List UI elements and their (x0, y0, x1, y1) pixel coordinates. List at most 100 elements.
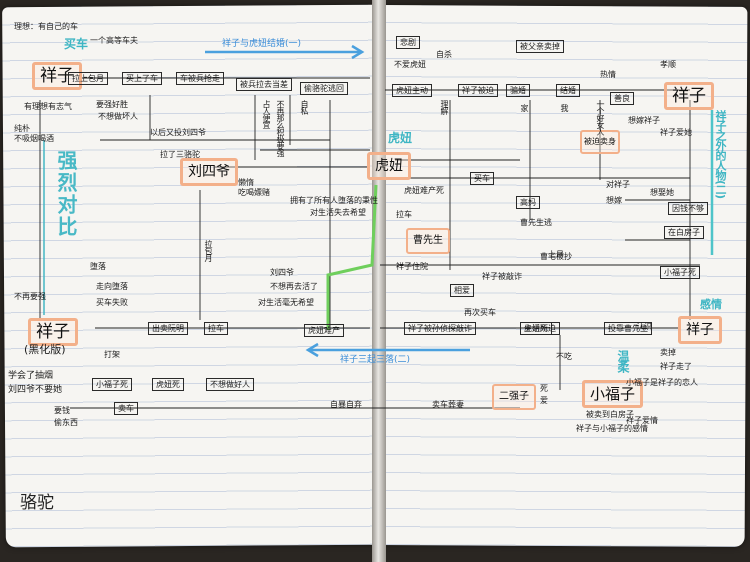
note-right: 小福子是祥子的恋人 (626, 378, 698, 387)
note-center-box: 买车 (470, 172, 494, 185)
gao-ma-node: 高妈 (516, 196, 540, 209)
note-right: 祥子走了 (660, 362, 692, 371)
green-highlight-path (326, 184, 378, 330)
note-center-box: 祥子被孙侦探敲诈 (404, 322, 476, 335)
note-left: 不再要强 (14, 292, 46, 301)
black-version-label: (黑化版) (24, 343, 66, 356)
teal-vertical-right: 祥子之外的人物(二) (714, 110, 727, 199)
note-center: 不爱虎妞 (394, 60, 426, 69)
note-left-box: 小福子死 (92, 378, 132, 391)
note-left-box: 买上了车 (122, 72, 162, 85)
note-right: 自杀 (436, 50, 452, 59)
note-left-vertical: 拉包月 (204, 240, 213, 261)
note-right: 孝顺 (660, 60, 676, 69)
center-title-top: 祥子与虎妞结婚(一) (222, 39, 302, 49)
note-right-box: 相爱 (450, 284, 474, 297)
note-left: 不想做坏人 (98, 112, 138, 121)
note-right: 卖掉 (660, 348, 676, 357)
note-right-box: 在白房子 (664, 226, 704, 239)
note-left-vertical: 不再那么积极要强 (276, 100, 285, 156)
note-left: 学会了抽烟 (8, 371, 54, 381)
note-left: 要钱 (54, 406, 70, 415)
note-left: 懒惰 (238, 178, 254, 187)
note-right: 想嫁 (606, 196, 622, 205)
cao-xiansheng-node: 曹先生 (406, 228, 450, 254)
note-left-box: 出卖阮明 (148, 322, 188, 335)
note-left: 拉了三骆驼 (160, 150, 200, 159)
er-qiangzi-node: 二强子 (492, 384, 536, 410)
xiangzi-node-mid-right: 祥子 (678, 316, 722, 344)
note-left: 不吸烟喝酒 (14, 134, 54, 143)
note-center-box: 结婚 (556, 84, 580, 97)
note-right: 上吊 (548, 250, 564, 259)
note-left-box: 虎妞难产 (304, 324, 344, 337)
note-right: 对祥子 (606, 180, 630, 189)
note-left-box: 卖车 (114, 402, 138, 415)
note-right: 不吃 (556, 352, 572, 361)
note-left-box: 拉上包月 (68, 72, 108, 85)
dismissed-note: 曹先生逃 (520, 218, 552, 227)
note-left-box: 不想做好人 (206, 378, 254, 391)
note-right-vertical: 理解 (440, 100, 449, 114)
note-right: 祥子与小福子的感情 (576, 424, 648, 433)
teal-label-top: 买车 (64, 37, 89, 51)
note-right: 被卖到白房子 (586, 410, 634, 419)
note-right: 想娶她 (650, 188, 674, 197)
note-left-box: 车被兵抢走 (176, 72, 224, 85)
note-right-box: 因钱不够 (668, 202, 708, 215)
note-left-vertical: 自私 (300, 100, 309, 114)
note-left: 刘四爷不要她 (8, 385, 63, 395)
note-left-box: 虎妞死 (152, 378, 184, 391)
note-left: 要强好胜 (96, 100, 128, 109)
note-center: 祥子住院 (396, 262, 428, 271)
note-center: 祥子被敲诈 (482, 272, 522, 281)
center-title-bottom: 祥子三起三落(二) (340, 355, 411, 365)
note-center: 自暴自弃 (330, 400, 362, 409)
small-highlight-node: 被迫卖身 (580, 130, 620, 154)
note-left: 对生活毫无希望 (258, 298, 314, 307)
note-right-box: 被父亲卖掉 (516, 40, 564, 53)
title-arrow-top-head (351, 44, 365, 60)
xiangzi-node-black: 祥子 (28, 318, 78, 346)
note-center: 再次买车 (464, 308, 496, 317)
header-box: 悲剧 (396, 36, 420, 49)
note-right-box: 投靠曹先生 (604, 322, 652, 335)
title-arrow-bottom-head (305, 342, 319, 358)
note-left: 走向堕落 (96, 282, 128, 291)
note-left: 堕落 (90, 262, 106, 271)
note-right: 认识 (636, 322, 652, 331)
note-left-box: 偷骆驼逃回 (300, 82, 348, 95)
note-right: 祥子爱她 (660, 128, 692, 137)
note-left: 拥有了所有人堕落的秉性 (290, 196, 378, 205)
note-left: 理想：有自己的车 (14, 22, 78, 31)
notebook-spine (372, 0, 386, 562)
note-left: 不想再去活了 (270, 282, 318, 291)
note-center: 曹宅被抄 (540, 252, 572, 261)
note-right-vertical: 家 (520, 104, 529, 111)
note-right: 祥子爱情 (626, 416, 658, 425)
note-center-box: 骗婚 (506, 84, 530, 97)
note-left: 偷东西 (54, 418, 78, 427)
note-left: 对生活失去希望 (310, 208, 366, 217)
note-right-vertical: 我 (560, 104, 569, 111)
note-center: 拉车 (396, 210, 412, 219)
note-center: 虎妞难产死 (404, 186, 444, 195)
teal-label-right: 感情 (700, 298, 722, 311)
note-left: 刘四爷 (270, 268, 294, 277)
note-left: 以后又投刘四爷 (150, 128, 206, 137)
note-center-box: 祥子被迫 (458, 84, 498, 97)
note-left-vertical: 占人便宜 (262, 100, 271, 128)
hu-niu-teal-label: 虎妞 (388, 131, 413, 145)
note-center: 卖车葬妻 (432, 400, 464, 409)
note-left-box: 拉车 (204, 322, 228, 335)
note-left-box: 被兵拉去当差 (236, 78, 292, 91)
note-left: 打架 (104, 350, 120, 359)
note-right: 想嫁祥子 (628, 116, 660, 125)
note-left: 纯朴 (14, 124, 30, 133)
note-center-box: 虎妞主动 (392, 84, 432, 97)
teal-vertical-text: 强烈对比 (54, 150, 78, 238)
hu-niu-node: 虎妞 (367, 152, 411, 180)
note-right-box: 善良 (610, 92, 634, 105)
note-right: 热情 (600, 70, 616, 79)
